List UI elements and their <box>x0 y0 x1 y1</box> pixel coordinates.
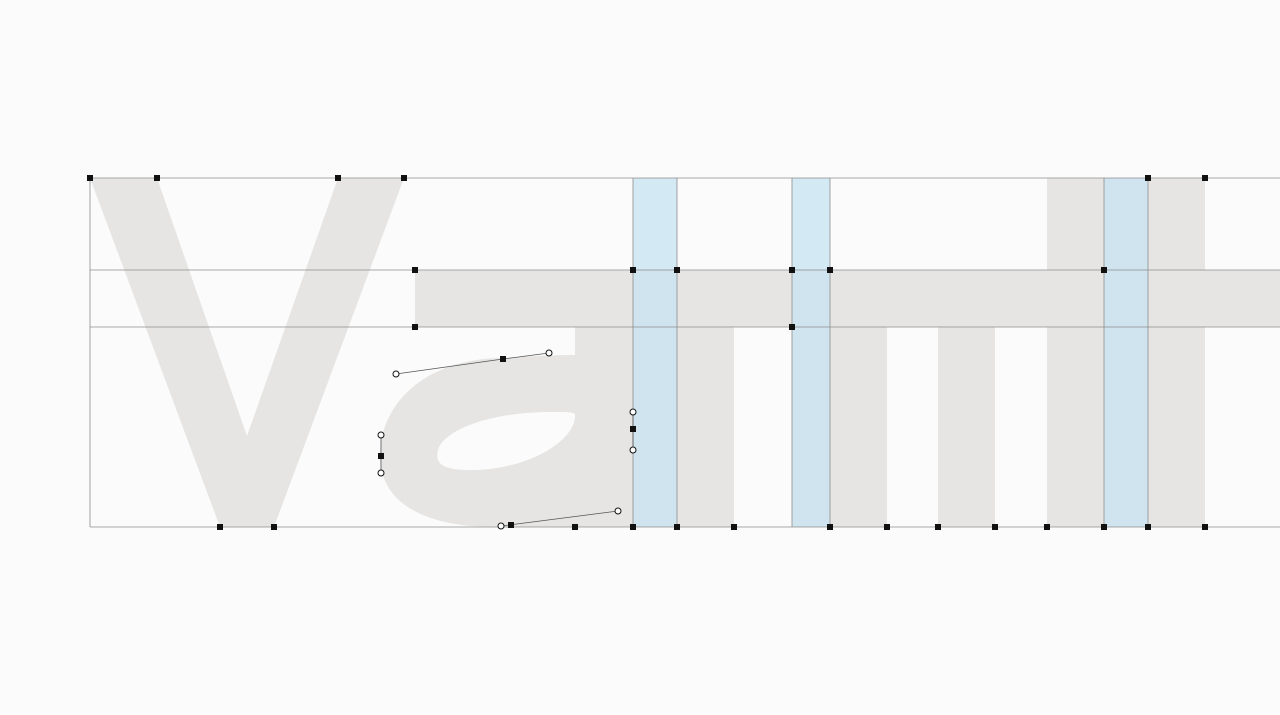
on-curve-node[interactable] <box>572 524 578 530</box>
on-curve-node[interactable] <box>789 324 795 330</box>
on-curve-node[interactable] <box>1145 524 1151 530</box>
off-curve-handle[interactable] <box>392 370 400 378</box>
on-curve-node[interactable] <box>731 524 737 530</box>
handle-line <box>500 510 619 527</box>
off-curve-handle[interactable] <box>377 469 385 477</box>
handle-line <box>395 358 504 375</box>
on-curve-node[interactable] <box>630 267 636 273</box>
on-curve-node[interactable] <box>827 524 833 530</box>
on-curve-node[interactable] <box>789 267 795 273</box>
highlight-band-1 <box>633 178 677 527</box>
on-curve-node[interactable] <box>508 522 514 528</box>
on-curve-node[interactable] <box>154 175 160 181</box>
on-curve-node[interactable] <box>271 524 277 530</box>
on-curve-node[interactable] <box>992 524 998 530</box>
on-curve-node[interactable] <box>630 426 636 432</box>
on-curve-node[interactable] <box>827 267 833 273</box>
on-curve-node[interactable] <box>674 267 680 273</box>
on-curve-node[interactable] <box>217 524 223 530</box>
off-curve-handle[interactable] <box>629 408 637 416</box>
on-curve-node[interactable] <box>1202 524 1208 530</box>
on-curve-node[interactable] <box>884 524 890 530</box>
on-curve-node[interactable] <box>1101 267 1107 273</box>
on-curve-node[interactable] <box>378 453 384 459</box>
glyph-V[interactable] <box>90 178 404 527</box>
highlight-band-3 <box>1104 178 1148 527</box>
on-curve-node[interactable] <box>412 267 418 273</box>
glyph-m-stem-3[interactable] <box>938 327 995 527</box>
on-curve-node[interactable] <box>674 524 680 530</box>
off-curve-handle[interactable] <box>629 446 637 454</box>
off-curve-handle[interactable] <box>377 431 385 439</box>
on-curve-node[interactable] <box>412 324 418 330</box>
on-curve-node[interactable] <box>401 175 407 181</box>
off-curve-handle[interactable] <box>614 507 622 515</box>
handle-line <box>502 352 550 360</box>
highlight-band-2 <box>792 178 830 527</box>
on-curve-node[interactable] <box>1101 524 1107 530</box>
on-curve-node[interactable] <box>500 356 506 362</box>
on-curve-node[interactable] <box>87 175 93 181</box>
off-curve-handle[interactable] <box>545 349 553 357</box>
off-curve-handle[interactable] <box>497 522 505 530</box>
on-curve-node[interactable] <box>1145 175 1151 181</box>
on-curve-node[interactable] <box>1202 175 1208 181</box>
on-curve-node[interactable] <box>335 175 341 181</box>
on-curve-node[interactable] <box>1044 524 1050 530</box>
on-curve-node[interactable] <box>935 524 941 530</box>
on-curve-node[interactable] <box>630 524 636 530</box>
glyph-a[interactable] <box>380 355 576 527</box>
